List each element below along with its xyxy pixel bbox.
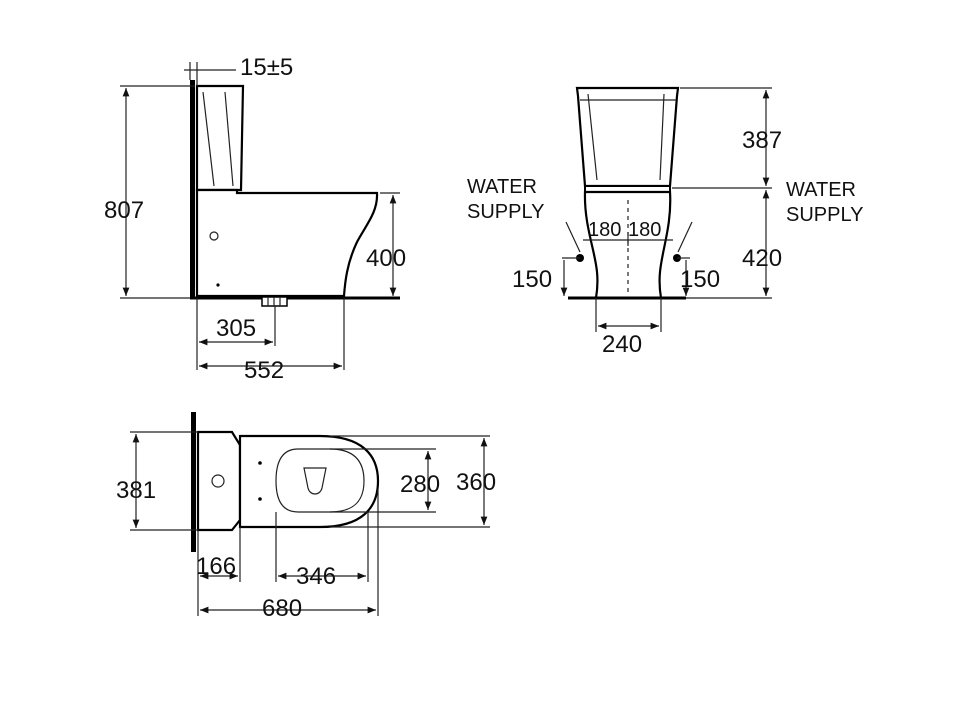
top-wall — [191, 412, 196, 552]
top-view: 381 280 360 166 346 680 — [116, 412, 496, 622]
dim-seat-inner: 280 — [400, 471, 440, 498]
small-dot — [216, 283, 220, 287]
dim-cistern-height: 387 — [742, 127, 782, 154]
dim-projection: 552 — [244, 357, 284, 384]
water-supply-right-label-1: WATER — [786, 179, 856, 201]
cistern-front-shading — [580, 93, 676, 181]
cistern-shading — [202, 91, 234, 187]
top-button — [211, 474, 225, 488]
dim-right-spacing: 180 — [628, 219, 661, 241]
dim-wall-offset: 15±5 — [240, 54, 293, 81]
dim-left-spacing: 180 — [588, 219, 621, 241]
dim-seat-length: 346 — [296, 563, 336, 590]
dim-total-length: 680 — [262, 595, 302, 622]
bowl-top — [238, 434, 380, 529]
dim-bowl-height: 420 — [742, 245, 782, 272]
bowl-side — [195, 188, 379, 298]
dim-seat-height: 400 — [366, 245, 406, 272]
cistern-top — [196, 430, 242, 532]
dim-cistern-width: 381 — [116, 477, 156, 504]
bolt-hole — [209, 231, 219, 241]
dim-bowl-width: 360 — [456, 469, 496, 496]
dim-base-width: 240 — [602, 331, 642, 358]
water-supply-left-label-1: WATER — [467, 176, 537, 198]
dim-total-height: 807 — [104, 197, 144, 224]
front-view: 387 420 180 180 WATER SUPPLY WATER SUPPL… — [467, 86, 863, 358]
dim-right-supply-height: 150 — [680, 266, 720, 293]
water-supply-right-label-2: SUPPLY — [786, 204, 863, 226]
dim-cistern-depth: 166 — [196, 553, 236, 580]
water-supply-left-label-2: SUPPLY — [467, 201, 544, 223]
side-view: 15±5 807 400 305 552 — [104, 54, 406, 384]
flush-rim-symbol — [303, 467, 327, 495]
dim-outlet-distance: 305 — [216, 315, 256, 342]
wall — [190, 80, 195, 298]
dim-left-supply-height: 150 — [512, 266, 552, 293]
